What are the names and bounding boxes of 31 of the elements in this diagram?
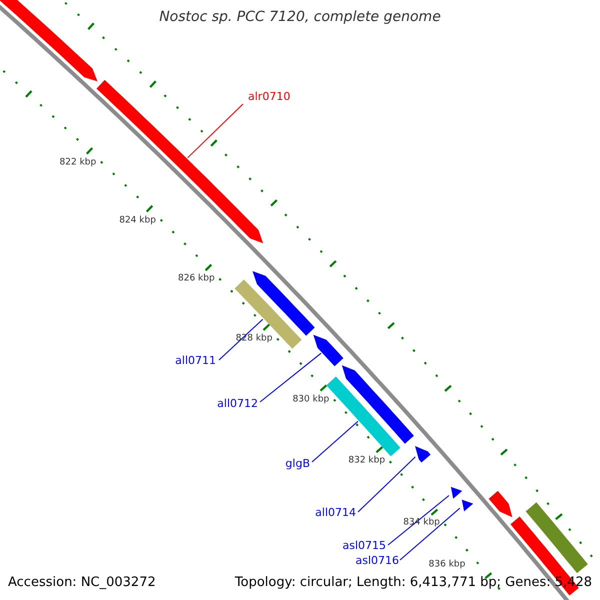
gene-label: glgB — [285, 458, 310, 469]
leader-line — [260, 352, 322, 402]
gene-label: all0712 — [217, 398, 258, 409]
scale-label: 830 kbp — [292, 395, 330, 404]
scale-label: 822 kbp — [60, 158, 96, 168]
leader-line — [218, 318, 264, 360]
gene-label: all0714 — [315, 507, 356, 518]
scale-label: 826 kbp — [178, 274, 215, 284]
gene-label: asl0715 — [342, 540, 386, 551]
gene-feature — [415, 446, 431, 462]
gene-label: alr0710 — [248, 91, 290, 102]
leader-line — [400, 508, 460, 560]
scale-label: 832 kbp — [348, 456, 386, 466]
title: Nostoc sp. PCC 7120, complete genome — [159, 10, 441, 24]
leader-line — [187, 104, 244, 158]
scale-label: 824 kbp — [119, 216, 156, 226]
leader-line — [358, 456, 416, 512]
scale-label: 836 kbp — [428, 560, 466, 570]
gene-feature — [342, 365, 414, 444]
gene-feature — [462, 500, 474, 512]
gene-feature — [313, 334, 344, 366]
accession-text: Accession: NC_003272 — [8, 576, 156, 589]
gene-segment — [234, 280, 302, 349]
gene-label: asl0716 — [355, 555, 399, 566]
leader-line — [388, 495, 450, 546]
gene-label: all0711 — [175, 355, 216, 366]
gene-segment — [526, 502, 588, 574]
gene-feature — [450, 486, 462, 499]
leader-line — [312, 420, 358, 462]
gene-feature — [488, 490, 512, 518]
gene-feature — [0, 0, 98, 82]
